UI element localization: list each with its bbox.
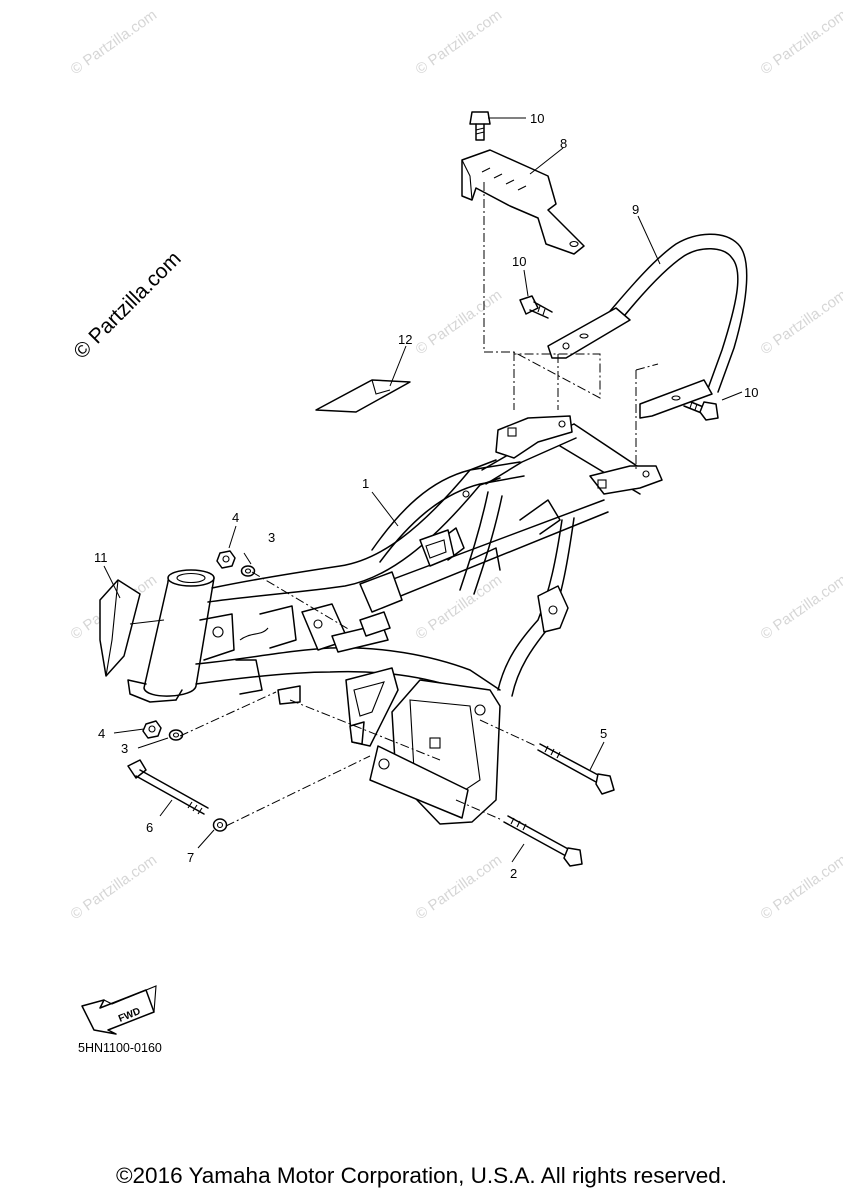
callout-1: 1 <box>362 476 369 491</box>
callout-3: 3 <box>121 741 128 756</box>
wrap-11 <box>99 579 141 677</box>
watermark: © Partzilla.com <box>413 851 506 923</box>
callout-10: 10 <box>744 385 758 400</box>
callout-5: 5 <box>600 726 607 741</box>
watermark: © Partzilla.com <box>413 6 506 78</box>
watermark: © Partzilla.com <box>413 571 506 643</box>
callout-labels: 1 2 3 3 4 4 5 6 7 8 9 10 10 10 11 12 <box>94 111 758 881</box>
callout-6: 6 <box>146 820 153 835</box>
callout-10: 10 <box>512 254 526 269</box>
callout-2: 2 <box>510 866 517 881</box>
bolt-10-middle <box>519 295 553 319</box>
watermark: © Partzilla.com <box>758 851 843 923</box>
watermark: © Partzilla.com <box>758 571 843 643</box>
fwd-arrow-icon: FWD <box>81 985 157 1035</box>
bolt-6 <box>127 759 209 815</box>
rear-bracket <box>537 585 569 633</box>
callout-3: 3 <box>268 530 275 545</box>
washer-7 <box>212 818 228 832</box>
callout-10: 10 <box>530 111 544 126</box>
callout-7: 7 <box>187 850 194 865</box>
steering-head-tube <box>143 570 215 697</box>
watermark: © Partzilla.com <box>758 286 843 358</box>
callout-12: 12 <box>398 332 412 347</box>
callout-8: 8 <box>560 136 567 151</box>
bracket-8 <box>461 149 585 255</box>
rear-mount-right <box>589 465 663 495</box>
nut-upper <box>216 550 236 569</box>
callout-4: 4 <box>98 726 105 741</box>
bolt-2 <box>503 815 583 867</box>
watermark-main: © Partzilla.com <box>69 247 185 363</box>
main-frame <box>127 415 663 825</box>
watermark: © Partzilla.com <box>68 6 161 78</box>
bolt-10-right <box>683 399 719 421</box>
watermark: © Partzilla.com <box>758 6 843 78</box>
watermark: © Partzilla.com <box>68 851 161 923</box>
rear-mount-left <box>495 415 573 459</box>
bolt-10-top <box>469 111 491 141</box>
nut-lower <box>142 720 162 739</box>
callout-4: 4 <box>232 510 239 525</box>
watermark: © Partzilla.com <box>413 286 506 358</box>
leader-lines <box>103 117 743 863</box>
bolt-5 <box>537 743 615 795</box>
alignment-lines <box>179 182 659 827</box>
copyright-notice: ©2016 Yamaha Motor Corporation, U.S.A. A… <box>115 1163 728 1188</box>
label-12 <box>315 379 411 413</box>
callout-9: 9 <box>632 202 639 217</box>
washer-lower <box>168 729 184 741</box>
diagram-code: 5HN1100-0160 <box>78 1041 162 1055</box>
callout-11: 11 <box>94 550 108 565</box>
grab-bar-9 <box>547 233 748 419</box>
washer-upper <box>240 565 256 577</box>
